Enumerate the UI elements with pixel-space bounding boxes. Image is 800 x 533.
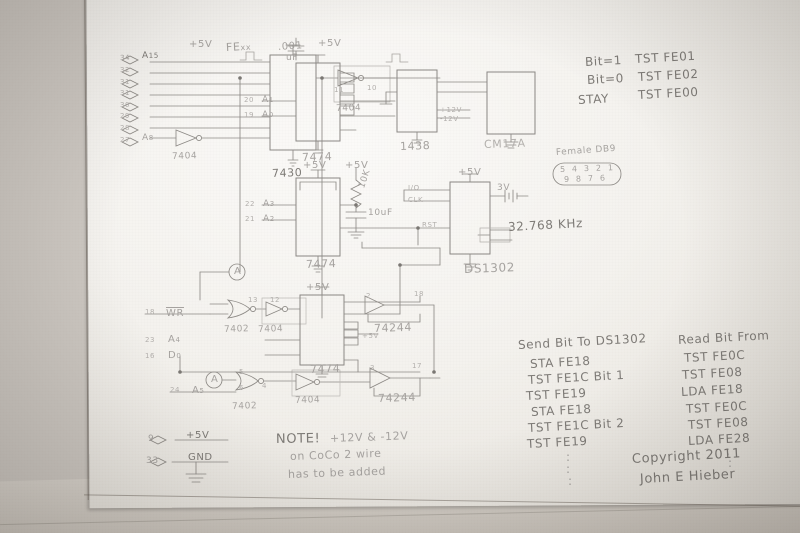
chip-label-1438: 1438 (399, 138, 431, 153)
pin-23: 23 (145, 336, 156, 344)
signal-a2: A2 (263, 214, 275, 224)
node-a-upper-label: A (234, 266, 242, 277)
power-label-5v: +5V (186, 430, 210, 441)
signal-d0: D0 (168, 350, 182, 361)
chip-label-7430: 7430 (271, 165, 303, 180)
ds-sig-clk: CLK (408, 196, 424, 204)
bus-pin-31b: 31 (120, 89, 131, 97)
bus-label-a15: A15 (141, 50, 159, 61)
pin-18: 18 (145, 308, 156, 316)
pin-18-buf: 18 (414, 290, 425, 298)
note-12v-pos: +12V (440, 106, 462, 114)
send-line-7: : (566, 462, 571, 476)
note-title: NOTE! (275, 431, 321, 447)
read-line-6: : (726, 444, 731, 458)
pin-24: 24 (170, 386, 181, 394)
rail-label-mid2: +5V (345, 160, 369, 171)
cap-unit-uf: uF (286, 53, 299, 63)
pin-12: 12 (270, 296, 281, 304)
pin-6: 6 (239, 384, 245, 392)
rail-label-low2: +5V (362, 332, 379, 340)
pin-21: 21 (245, 215, 256, 223)
chip-label-7402-a: 7402 (223, 324, 250, 335)
cap-label-001uf: .001 (277, 40, 303, 53)
chip-label-7474-b: 7474 (305, 256, 337, 271)
bit-cond-2: STAY (577, 91, 610, 107)
cap-label-10uf: 10uF (368, 208, 393, 218)
signal-a1: A1 (262, 95, 274, 105)
bus-pin-29: 29 (120, 112, 131, 120)
pin-19: 19 (244, 111, 255, 119)
rail-label-mid1: +5V (303, 160, 327, 171)
signal-wr: WR (166, 307, 185, 319)
send-line-6: : (566, 450, 571, 464)
send-line-8: : (568, 474, 573, 488)
bus-label-a8: A8 (142, 133, 154, 143)
signal-a4: A4 (168, 334, 181, 345)
rail-label-ds: +5V (458, 167, 482, 178)
db9-pins-bottom: 9 8 7 6 (563, 173, 606, 184)
read-line-7: : (728, 456, 733, 470)
note-12v-neg: -12V (440, 115, 459, 123)
pin-2-buf: 2 (366, 292, 372, 300)
chip-label-74244-a: 74244 (373, 320, 413, 335)
battery-label-3v: 3V (497, 183, 511, 193)
chip-label-7474-c: 7474 (309, 361, 341, 376)
rail-label-top: +5V (189, 39, 213, 50)
node-a-lower-label: A (211, 374, 219, 385)
pin-22: 22 (245, 200, 256, 208)
bus-pin-32: 32 (120, 66, 131, 74)
chip-label-7404-b: 7404 (335, 103, 362, 114)
fexx-label: FExx (225, 40, 252, 54)
power-pin-9: 9 (148, 434, 155, 444)
pin-10: 10 (367, 84, 378, 92)
ds-sig-io: I/O (408, 184, 420, 192)
db9-pins-top: 5 4 3 2 1 (559, 163, 614, 174)
chip-label-7404-c: 7404 (257, 324, 284, 335)
bus-pin-30: 30 (120, 101, 131, 109)
pin-5: 5 (239, 368, 245, 376)
ds-sig-rst: RST (422, 221, 438, 229)
signal-a0: A0 (262, 110, 274, 120)
pin-3-buf: 3 (370, 364, 376, 372)
bus-pin-28: 28 (120, 124, 131, 132)
signal-a3: A3 (263, 199, 275, 209)
power-label-gnd: GND (188, 452, 213, 463)
bus-pin-34: 34 (119, 53, 131, 62)
note-line-0: +12V & -12V (329, 429, 409, 445)
pin-13: 13 (248, 296, 259, 304)
chip-label-7402-b: 7402 (231, 401, 258, 412)
signal-a5: A5 (192, 385, 205, 396)
rail-label-low: +5V (306, 282, 330, 293)
chip-label-7404-d: 7404 (294, 395, 321, 406)
pin-4: 4 (262, 382, 268, 390)
chip-label-ds1302: DS1302 (463, 260, 516, 276)
rail-label-top2: +5V (318, 38, 342, 49)
pin-16: 16 (145, 352, 156, 360)
pin-17-buf: 17 (412, 362, 423, 370)
bit-cond-0: Bit=1 (584, 53, 623, 69)
chip-label-7404-a: 7404 (171, 151, 198, 162)
bit-cond-1: Bit=0 (586, 71, 625, 87)
bus-pin-27: 27 (120, 136, 131, 144)
pin-11: 11 (334, 86, 345, 94)
pin-20: 20 (244, 96, 255, 104)
power-pin-33: 33 (146, 456, 159, 466)
chip-label-cm17a: CM17A (483, 136, 526, 151)
chip-label-74244-b: 74244 (377, 390, 417, 405)
bus-pin-31: 31 (120, 78, 131, 86)
